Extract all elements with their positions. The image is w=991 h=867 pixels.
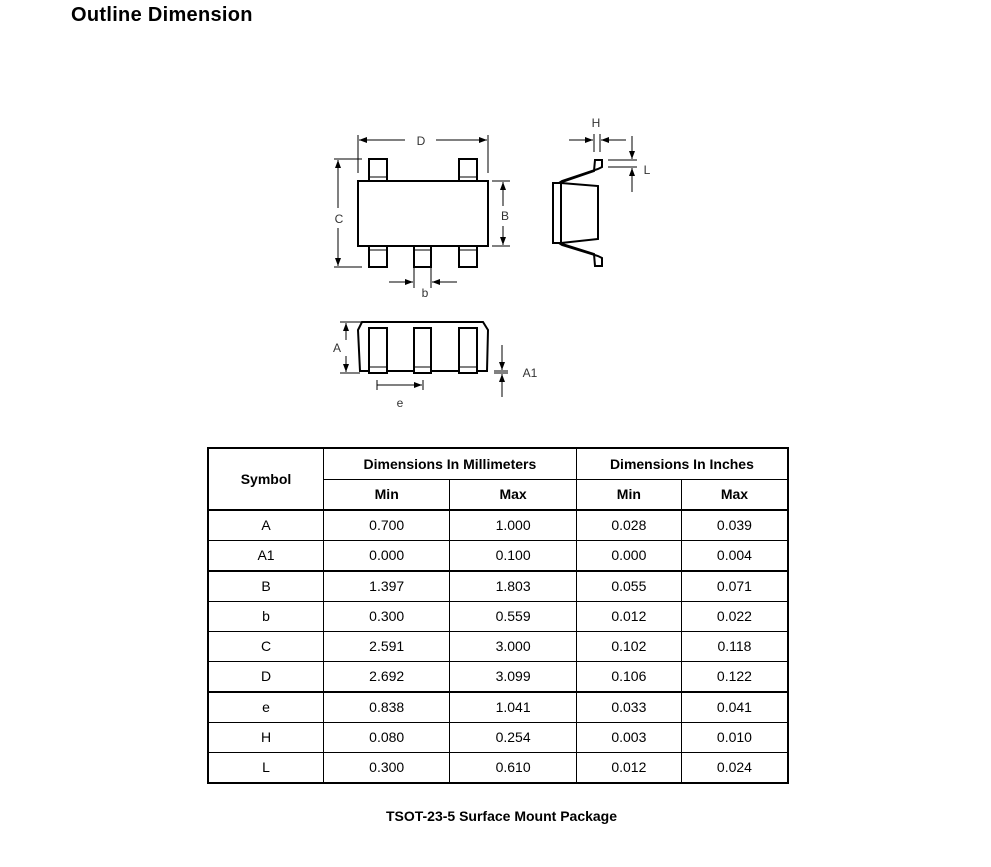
top-view: [357, 158, 489, 268]
cell-in-max: 0.041: [680, 690, 789, 723]
label-A: A: [333, 341, 341, 355]
cell-mm-max: 0.254: [449, 721, 577, 753]
label-A1: A1: [523, 366, 538, 380]
cell-in-max: 0.071: [680, 569, 789, 602]
cell-in-min: 0.000: [575, 539, 682, 571]
cell-symbol: e: [207, 690, 324, 723]
cell-in-min: 0.102: [575, 630, 682, 662]
cell-mm-min: 2.692: [322, 660, 451, 692]
cell-mm-max: 0.610: [449, 751, 577, 783]
header-in-max: Max: [680, 478, 789, 510]
figure-caption: TSOT-23-5 Surface Mount Package: [385, 808, 618, 824]
cell-in-max: 0.022: [680, 600, 789, 632]
label-B: B: [501, 209, 509, 223]
label-L: L: [644, 163, 651, 177]
cell-in-min: 0.003: [575, 721, 682, 753]
cell-mm-max: 1.041: [449, 690, 577, 723]
cell-mm-min: 0.080: [322, 721, 451, 753]
label-H: H: [592, 116, 601, 130]
header-in-min: Min: [575, 478, 682, 510]
cell-in-min: 0.106: [575, 660, 682, 692]
label-e: e: [397, 396, 404, 410]
cell-in-max: 0.122: [680, 660, 789, 692]
cell-in-min: 0.012: [575, 751, 682, 783]
label-b: b: [422, 286, 429, 300]
header-inches: Dimensions In Inches: [575, 447, 789, 480]
dimension-lines: [334, 134, 637, 397]
cell-mm-max: 0.100: [449, 539, 577, 571]
cell-in-max: 0.118: [680, 630, 789, 662]
cell-symbol: D: [207, 660, 324, 692]
header-mm-max: Max: [449, 478, 577, 510]
dimension-table: Symbol Dimensions In Millimeters Dimensi…: [207, 447, 789, 784]
package-outline-drawing: D C B b H L A A1 e: [333, 116, 651, 410]
cell-mm-min: 0.000: [322, 539, 451, 571]
cell-in-min: 0.033: [575, 690, 682, 723]
cell-in-max: 0.004: [680, 539, 789, 571]
cell-symbol: b: [207, 600, 324, 632]
cell-mm-max: 1.000: [449, 508, 577, 541]
cell-mm-min: 0.300: [322, 751, 451, 783]
cell-in-min: 0.012: [575, 600, 682, 632]
header-symbol: Symbol: [207, 447, 324, 510]
page-title: Outline Dimension: [71, 4, 253, 26]
cell-symbol: B: [207, 569, 324, 602]
cell-symbol: C: [207, 630, 324, 662]
header-millimeters: Dimensions In Millimeters: [323, 447, 577, 480]
cell-mm-min: 0.700: [322, 508, 451, 541]
cell-symbol: A1: [207, 539, 324, 571]
side-view: [552, 159, 603, 267]
dimension-labels: D C B b H L A A1 e: [333, 116, 651, 410]
cell-in-max: 0.039: [680, 508, 789, 541]
cell-mm-min: 0.838: [322, 690, 451, 723]
cell-mm-max: 3.099: [449, 660, 577, 692]
cell-symbol: L: [207, 751, 324, 783]
cell-mm-min: 1.397: [322, 569, 451, 602]
cell-symbol: H: [207, 721, 324, 753]
cell-mm-min: 2.591: [322, 630, 451, 662]
cell-mm-max: 3.000: [449, 630, 577, 662]
cell-in-min: 0.028: [575, 508, 682, 541]
cell-mm-max: 1.803: [449, 569, 577, 602]
front-view: [356, 321, 490, 374]
cell-mm-max: 0.559: [449, 600, 577, 632]
cell-in-max: 0.010: [680, 721, 789, 753]
cell-symbol: A: [207, 508, 324, 541]
label-C: C: [335, 212, 344, 226]
cell-in-min: 0.055: [575, 569, 682, 602]
label-D: D: [417, 134, 426, 148]
header-mm-min: Min: [322, 478, 451, 510]
cell-in-max: 0.024: [680, 751, 789, 783]
cell-mm-min: 0.300: [322, 600, 451, 632]
